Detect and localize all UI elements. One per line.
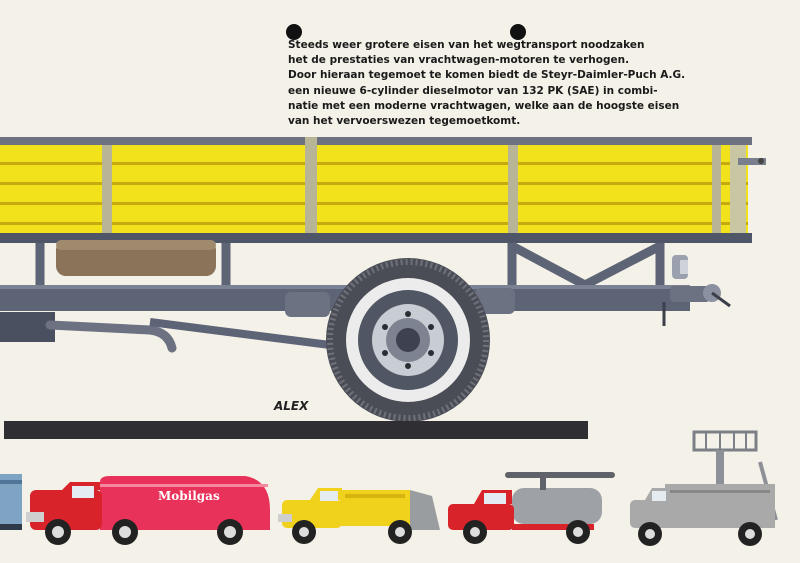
- text-line: Steeds weer grotere eisen van het wegtra…: [288, 39, 645, 51]
- mobilgas-logo: Mobilgas: [158, 489, 220, 503]
- text-line: natie met een moderne vrachtwagen, welke…: [288, 99, 680, 112]
- truck-lineup: Mobilgas: [0, 430, 778, 546]
- truck-rear-side-view: ALEX: [0, 137, 766, 439]
- text-line: het de prestaties van vrachtwagen-motore…: [288, 54, 630, 67]
- blue-truck-partial: [0, 474, 22, 530]
- text-line: een nieuwe 6-cylinder dieselmotor van 13…: [288, 84, 658, 97]
- bed-bottom-rail: [0, 233, 752, 243]
- tow-hitch: [662, 284, 731, 326]
- intro-text: Steeds weer grotere eisen van het wegtra…: [288, 38, 688, 129]
- yellow-bed: [0, 137, 766, 233]
- vacuum-tank-truck: [448, 472, 615, 544]
- service-lift-truck: [630, 430, 778, 546]
- drive-shaft: [149, 318, 331, 349]
- punch-hole-right: [510, 24, 526, 40]
- frame-bracing: [35, 242, 665, 290]
- bed-top-rail: [0, 137, 752, 145]
- text-line: van het vervoerswezen tegemoetkomt.: [288, 115, 521, 128]
- punch-hole-left: [286, 24, 302, 40]
- ground-bar: [4, 421, 588, 439]
- artist-signature: ALEX: [273, 399, 309, 413]
- rear-wheel: [326, 258, 490, 422]
- text-line: Door hieraan tegemoet te komen biedt de …: [288, 69, 686, 82]
- exhaust-pipe: [45, 320, 177, 353]
- garbage-truck: [278, 488, 440, 544]
- mobilgas-tanker-truck: Mobilgas: [26, 476, 270, 545]
